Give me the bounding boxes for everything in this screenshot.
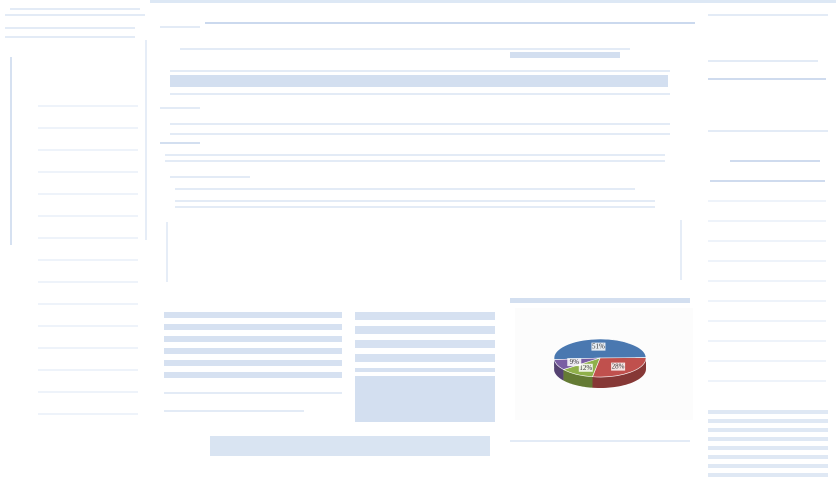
data-label-box [578, 363, 593, 372]
table-block-2 [355, 312, 495, 372]
shaded-panel [355, 376, 495, 422]
data-label: 9% [570, 358, 580, 366]
sidebar-list[interactable] [38, 95, 138, 435]
pie-slice-side [563, 369, 593, 388]
data-label-box [567, 358, 582, 367]
main-content [150, 0, 698, 492]
highlight-bar [170, 75, 668, 87]
footer-bar [210, 436, 490, 456]
right-sidebar [700, 0, 836, 492]
pie-slice-side [554, 359, 564, 381]
data-label: 51% [592, 343, 605, 351]
data-label: 12% [579, 364, 592, 372]
pie-chart: 51% 28% 12%9% [515, 308, 693, 420]
pie-slice-side [592, 357, 646, 388]
data-label-box [591, 342, 606, 351]
title-bar [510, 52, 620, 58]
table-block-1 [164, 312, 342, 382]
data-label-box [611, 362, 626, 371]
top-bar [150, 0, 836, 3]
right-list[interactable] [708, 190, 826, 400]
left-sidebar [0, 0, 147, 492]
data-label: 28% [612, 363, 625, 371]
right-footer-block [708, 410, 828, 480]
